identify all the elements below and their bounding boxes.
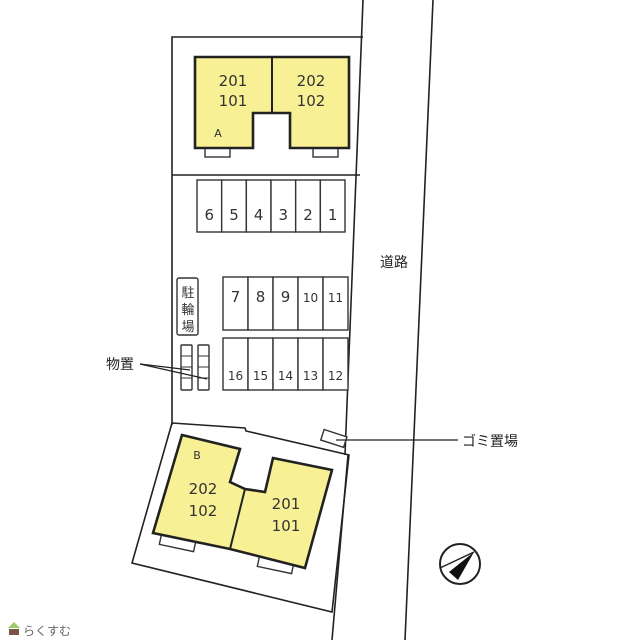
- trash-area: [319, 428, 348, 449]
- unit-label: 202: [297, 72, 326, 90]
- svg-text:らくすむ: らくすむ: [23, 624, 71, 638]
- parking-space: [294, 179, 322, 233]
- storage-sheds: [139, 344, 210, 391]
- unit-label: 101: [272, 517, 301, 535]
- logo: らくすむ: [8, 622, 71, 638]
- building-a: 201 101 202 102 A: [193, 55, 351, 158]
- svg-text:場: 場: [181, 320, 194, 335]
- parking-space-number: 8: [256, 288, 266, 306]
- north-arrow-icon: [439, 543, 481, 585]
- parking-space: [322, 276, 349, 331]
- unit-label: 201: [219, 72, 248, 90]
- svg-text:駐: 駐: [181, 286, 194, 301]
- building-b: B 202 102 201 101: [151, 433, 334, 575]
- svg-text:輪: 輪: [181, 302, 194, 318]
- parking-space-number: 13: [303, 369, 318, 383]
- parking-space: [245, 179, 272, 233]
- bicycle-parking: 駐 輪 場: [176, 277, 199, 336]
- trash-label: ゴミ置場: [462, 433, 518, 450]
- building-name: B: [193, 449, 201, 462]
- lot-boundary-upper: [171, 36, 363, 425]
- unit-label: 201: [272, 495, 301, 513]
- parking-space-number: 6: [205, 206, 215, 224]
- building-name: A: [214, 127, 222, 140]
- parking-space: [297, 337, 324, 391]
- parking-space-number: 1: [328, 206, 338, 224]
- parking-row-3: 16 15 14 13 12: [222, 337, 349, 391]
- parking-space-number: 7: [231, 288, 241, 306]
- parking-space-number: 2: [303, 206, 313, 224]
- parking-space-number: 12: [328, 369, 343, 383]
- lot-boundary-lower: [131, 422, 350, 613]
- storage-label: 物置: [106, 357, 134, 373]
- unit-label: 101: [219, 92, 248, 110]
- parking-space-number: 3: [279, 206, 289, 224]
- parking-space-number: 4: [254, 206, 264, 224]
- parking-space-number: 14: [278, 369, 293, 383]
- parking-space-number: 9: [281, 288, 291, 306]
- parking-space-number: 10: [303, 291, 318, 305]
- unit-label: 202: [189, 480, 218, 498]
- parking-space-number: 15: [253, 369, 268, 383]
- unit-label: 102: [189, 502, 218, 520]
- parking-space: [222, 276, 249, 331]
- parking-space: [322, 337, 349, 391]
- parking-space-number: 16: [228, 369, 243, 383]
- parking-space-number: 11: [328, 291, 343, 305]
- road-right-edge: [404, 0, 434, 640]
- road-label: 道路: [380, 255, 408, 271]
- unit-label: 102: [297, 92, 326, 110]
- parking-space-number: 5: [229, 206, 239, 224]
- parking-space: [247, 337, 274, 391]
- parking-space: [319, 179, 346, 233]
